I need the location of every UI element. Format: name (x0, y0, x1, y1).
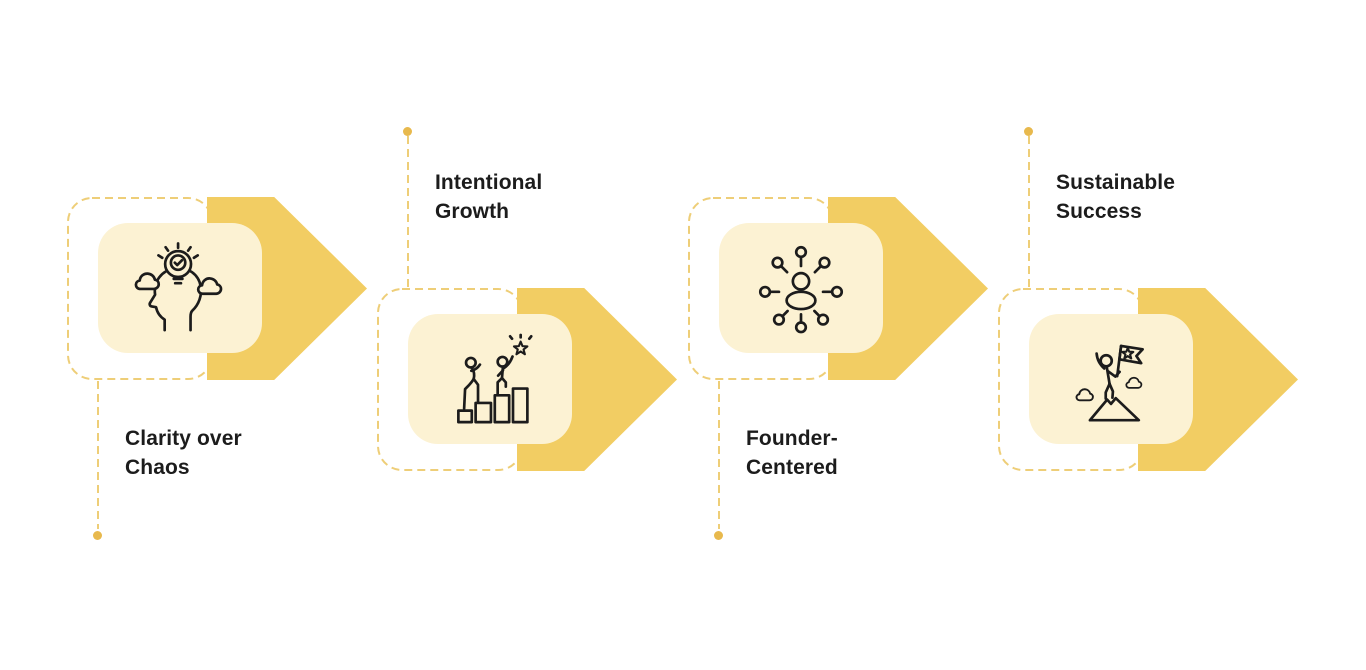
connector-dot (1024, 127, 1033, 136)
founder-network-icon (758, 245, 844, 334)
step-label: Founder- Centered (746, 427, 838, 479)
step-group-founder: Founder- Centered (688, 0, 998, 670)
step-group-growth: Intentional Growth (377, 0, 687, 670)
summit-flag-icon (1075, 344, 1144, 422)
step-label: Intentional Growth (435, 171, 543, 223)
connector-dot (714, 531, 723, 540)
icon-tile (98, 223, 262, 353)
connector-line (1028, 136, 1030, 288)
growth-steps-icon (457, 333, 533, 424)
connector-line (407, 136, 409, 288)
connector-dot (93, 531, 102, 540)
arrow-shape (377, 288, 677, 471)
step-group-success: Sustainable Success (998, 0, 1308, 670)
connector-line (718, 381, 720, 529)
step-label: Clarity over Chaos (125, 427, 242, 479)
step-group-clarity: Clarity over Chaos (67, 0, 377, 670)
arrow-shape (67, 197, 367, 380)
connector-line (97, 381, 99, 529)
mind-clarity-icon (134, 242, 223, 332)
icon-tile (1029, 314, 1193, 444)
step-label: Sustainable Success (1056, 171, 1175, 223)
arrow-shape (998, 288, 1298, 471)
arrow-shape (688, 197, 988, 380)
connector-dot (403, 127, 412, 136)
